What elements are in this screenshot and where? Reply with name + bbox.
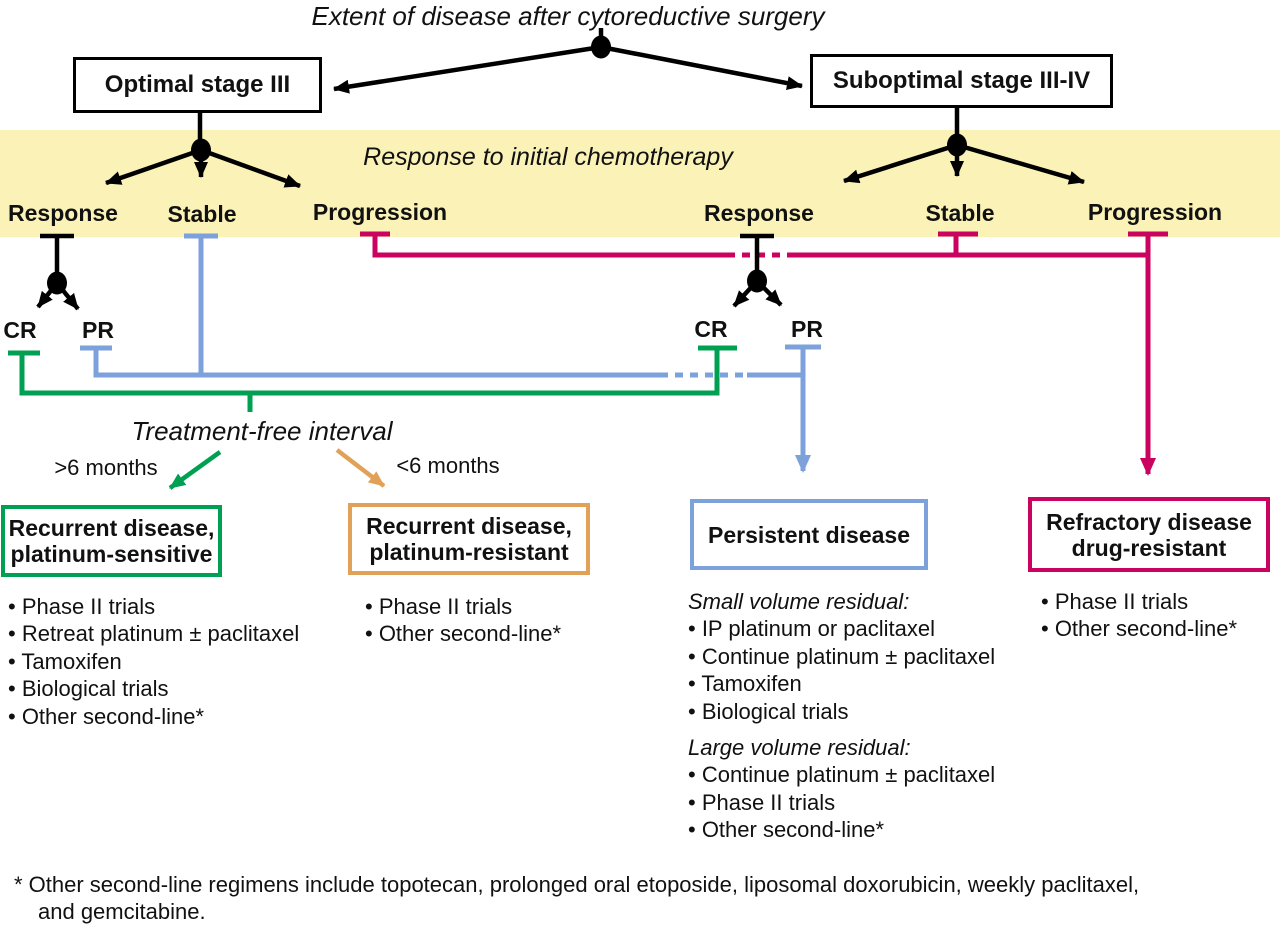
small-volume-header: Small volume residual: <box>688 589 910 614</box>
arrow-left-pr <box>55 281 80 311</box>
refractory-line1: Refractory disease <box>1046 508 1252 535</box>
decision-dot-top <box>591 35 611 59</box>
footnote-line2: and gemcitabine. <box>38 899 206 924</box>
sensitive-options-list: • Phase II trials • Retreat platinum ± p… <box>8 593 299 730</box>
persistent-disease-box: Persistent disease <box>690 499 928 570</box>
platinum-resistant-line2: platinum-resistant <box>369 539 569 565</box>
progression-wires <box>360 231 1168 476</box>
platinum-sensitive-box: Recurrent disease, platinum-sensitive <box>1 505 222 577</box>
band-label: Response to initial chemotherapy <box>363 143 733 171</box>
list-item: • Biological trials <box>8 676 169 702</box>
gt6-label: >6 months <box>54 455 158 480</box>
arrow-to-suboptimal <box>600 44 803 91</box>
footnote-line1: * Other second-line regimens include top… <box>14 872 1140 897</box>
node-progression-left: Progression <box>312 199 448 225</box>
page-title: Extent of disease after cytoreductive su… <box>311 1 825 31</box>
optimal-stage-label: Optimal stage III <box>104 71 291 98</box>
list-item: • Biological trials <box>688 698 849 724</box>
list-item: • Continue platinum ± paclitaxel <box>688 643 996 669</box>
suboptimal-stage-box: Suboptimal stage III-IV <box>810 54 1113 108</box>
optimal-stage-box: Optimal stage III <box>73 57 322 113</box>
list-item: • Phase II trials <box>688 789 836 815</box>
node-response-right: Response <box>704 200 814 226</box>
refractory-line2: drug-resistant <box>1071 534 1227 561</box>
list-item: • Phase II trials <box>365 594 513 619</box>
node-pr-left: PR <box>82 317 114 343</box>
list-item: • Other second-line* <box>1041 616 1238 642</box>
platinum-resistant-line1: Recurrent disease, <box>366 513 572 539</box>
node-pr-right: PR <box>791 316 823 342</box>
list-item: • Other second-line* <box>365 621 562 647</box>
node-cr-right: CR <box>694 316 728 342</box>
list-item: • Other second-line* <box>688 817 885 843</box>
list-item: • Tamoxifen <box>688 671 802 697</box>
refractory-options-list: • Phase II trials • Other second-line* <box>1041 588 1237 643</box>
node-stable-right: Stable <box>925 200 995 226</box>
suboptimal-stage-label: Suboptimal stage III-IV <box>832 67 1091 94</box>
node-cr-left: CR <box>3 317 37 343</box>
arrow-right-cr <box>732 279 759 308</box>
refractory-disease-box: Refractory disease drug-resistant <box>1028 497 1270 572</box>
persistent-options-list: Small volume residual: • IP platinum or … <box>688 588 995 844</box>
platinum-sensitive-line1: Recurrent disease, <box>8 515 215 541</box>
green-horizontal <box>19 349 720 396</box>
list-item: • Phase II trials <box>8 594 156 619</box>
arrow-right-pr <box>755 279 783 307</box>
lt6-wire <box>335 448 386 488</box>
list-item: • Other second-line* <box>8 703 205 729</box>
decision-dot-response-left <box>47 271 67 295</box>
progression-left-elbow <box>372 234 727 258</box>
lt6-label: <6 months <box>396 453 500 478</box>
platinum-resistant-box: Recurrent disease, platinum-resistant <box>348 503 590 575</box>
resistant-options-list: • Phase II trials • Other second-line* <box>365 593 561 648</box>
list-item: • IP platinum or paclitaxel <box>688 616 935 642</box>
lt6-arrow <box>335 448 386 488</box>
node-stable-left: Stable <box>167 201 237 227</box>
arrow-to-optimal <box>333 44 602 94</box>
interval-label: Treatment-free interval <box>131 416 393 446</box>
arrow-left-cr <box>36 281 59 309</box>
gt6-arrow <box>168 450 222 490</box>
list-item: • Continue platinum ± paclitaxel <box>688 762 996 788</box>
large-volume-header: Large volume residual: <box>688 735 911 761</box>
decision-dot-response-right <box>747 269 767 293</box>
node-progression-right: Progression <box>1087 199 1223 225</box>
node-response-left: Response <box>8 200 118 226</box>
platinum-sensitive-line2: platinum-sensitive <box>10 541 213 567</box>
list-item: • Tamoxifen <box>8 648 122 674</box>
blue-horizontal-left <box>93 348 660 378</box>
list-item: • Retreat platinum ± paclitaxel <box>8 621 300 647</box>
persistent-disease-label: Persistent disease <box>707 521 910 548</box>
list-item: • Phase II trials <box>1041 589 1189 614</box>
